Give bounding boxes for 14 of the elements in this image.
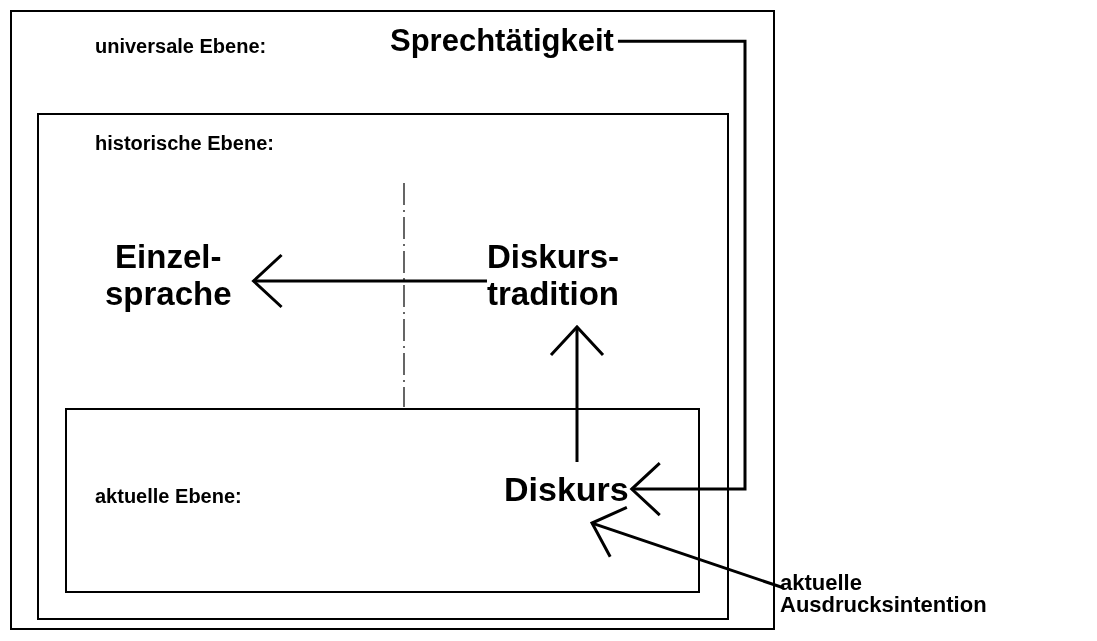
level-box	[10, 10, 775, 630]
concept-label: Einzel- sprache	[105, 239, 232, 313]
arrow	[549, 325, 605, 462]
concept-label: aktuelle Ausdrucksintention	[780, 572, 987, 616]
arrow	[252, 253, 487, 309]
level-heading: aktuelle Ebene:	[95, 485, 242, 507]
concept-label: Sprechtätigkeit	[390, 24, 614, 59]
concept-label: Diskurs- tradition	[487, 239, 620, 313]
concept-label: Diskurs	[504, 470, 629, 509]
level-box	[65, 408, 700, 593]
level-box	[37, 113, 729, 620]
level-heading: universale Ebene:	[95, 35, 267, 57]
arrow	[617, 39, 747, 517]
level-heading: historische Ebene:	[95, 132, 274, 154]
